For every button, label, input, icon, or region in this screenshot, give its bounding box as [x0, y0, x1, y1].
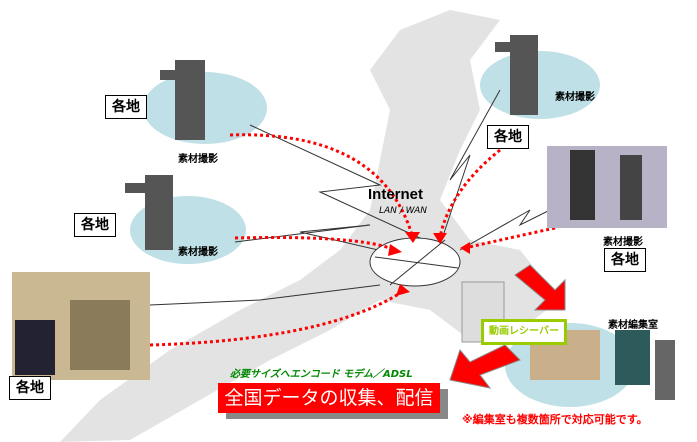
japan-map [60, 10, 560, 442]
encode-note: 必要サイズへエンコード モデム／ADSL [230, 369, 413, 380]
receiver-label: 動画レシーバー [481, 319, 567, 345]
big-arrow-icon [449, 344, 521, 389]
location-caption: 素材撮影 [178, 247, 218, 258]
location-badge: 各地 [9, 376, 51, 400]
interview-photo [547, 146, 667, 228]
cameraman-icon [125, 175, 173, 250]
footnote: ※編集室も複数箇所で対応可能です。 [462, 413, 648, 426]
location-badge: 各地 [604, 248, 646, 272]
big-arrow-icon [514, 264, 566, 311]
location-badge: 各地 [487, 125, 529, 149]
location-caption: 素材撮影 [603, 237, 643, 248]
main-banner: 全国データの収集、配信 [218, 383, 440, 413]
cameraman-icon [495, 35, 538, 115]
lan-wan-label: LAN / WAN [379, 206, 427, 216]
location-caption: 素材撮影 [178, 154, 218, 165]
location-badge: 各地 [74, 213, 116, 237]
location-badge: 各地 [105, 95, 147, 119]
editing-room-caption: 素材編集室 [608, 320, 658, 331]
bubble [480, 51, 600, 119]
data-flow-arrows [149, 133, 556, 347]
internet-label: Internet [368, 186, 424, 203]
cameraman-icon [160, 60, 205, 140]
location-caption: 素材撮影 [555, 92, 595, 103]
